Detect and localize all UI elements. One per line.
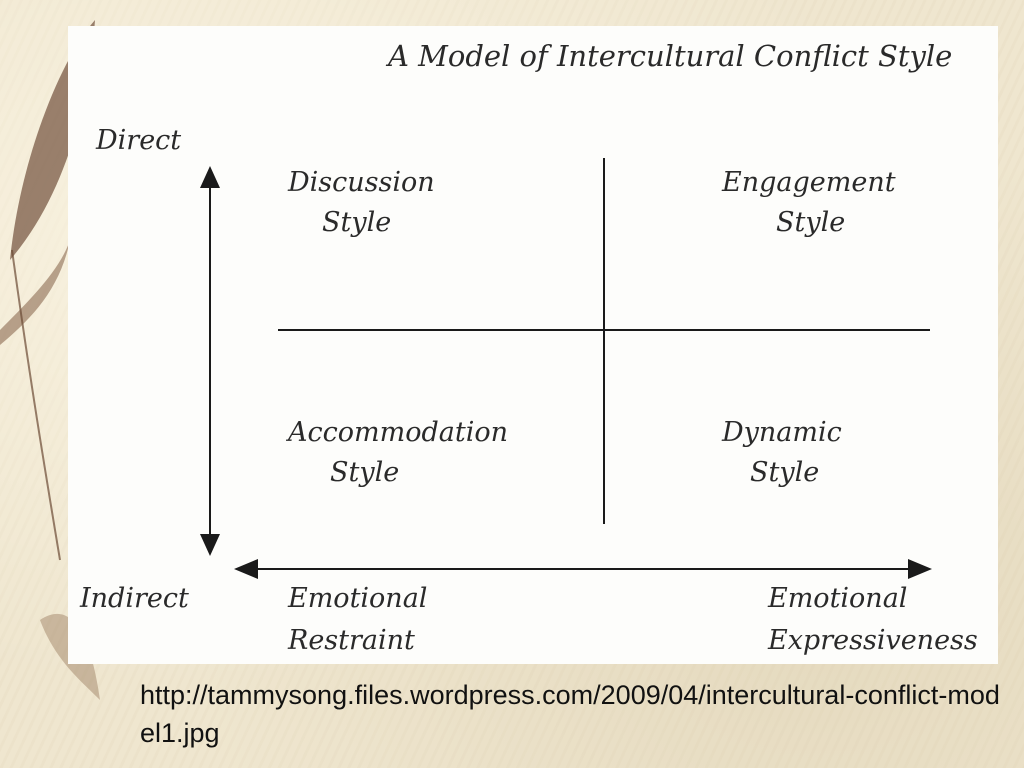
quadrant-dynamic-line2: Style bbox=[750, 457, 819, 488]
conflict-style-diagram: A Model of Intercultural Conflict Style … bbox=[79, 39, 978, 656]
quadrant-discussion-line1: Discussion bbox=[287, 167, 435, 198]
quadrant-accommodation-line1: Accommodation bbox=[285, 417, 508, 448]
diagram-panel bbox=[68, 26, 998, 664]
axis-label-indirect: Indirect bbox=[79, 583, 189, 614]
leaf-stem bbox=[11, 249, 61, 561]
diagram-title: A Model of Intercultural Conflict Style bbox=[385, 39, 952, 73]
quadrant-accommodation-line2: Style bbox=[330, 457, 399, 488]
quadrant-engagement-line2: Style bbox=[776, 207, 845, 238]
quadrant-engagement-line1: Engagement bbox=[721, 167, 896, 198]
quadrant-dynamic-line1: Dynamic bbox=[721, 417, 842, 448]
axis-label-restraint-line2: Restraint bbox=[287, 625, 415, 656]
arrowhead-up bbox=[200, 166, 220, 188]
quadrant-discussion-line2: Style bbox=[322, 207, 391, 238]
axis-label-expressiveness-line1: Emotional bbox=[767, 583, 907, 614]
axis-label-expressiveness-line2: Expressiveness bbox=[767, 625, 978, 656]
arrowhead-left bbox=[234, 559, 258, 579]
arrowhead-down bbox=[200, 534, 220, 556]
arrowhead-right bbox=[908, 559, 932, 579]
source-url-caption: http://tammysong.files.wordpress.com/200… bbox=[140, 680, 1000, 748]
axis-label-restraint-line1: Emotional bbox=[287, 583, 427, 614]
axis-label-direct: Direct bbox=[95, 125, 181, 156]
leaf-shape bbox=[0, 240, 70, 345]
